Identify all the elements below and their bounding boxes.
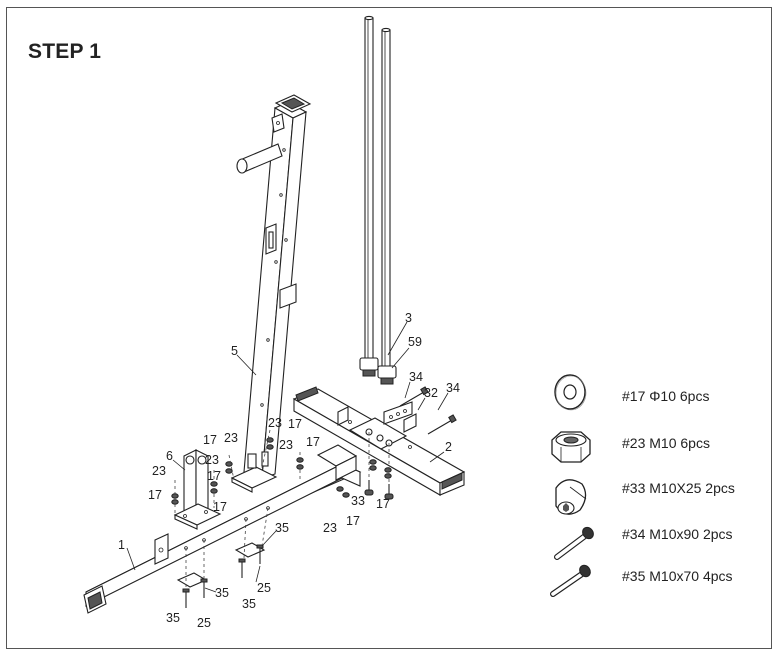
- part-label-34a: 34: [409, 370, 423, 384]
- part-label-17d: 17: [213, 500, 227, 514]
- part-label-1: 1: [118, 538, 125, 552]
- part-label-17a: 17: [148, 488, 162, 502]
- part-label-17h: 17: [346, 514, 360, 528]
- part-label-59: 59: [408, 335, 422, 349]
- washer-icon: [554, 374, 587, 411]
- part-label-17b: 17: [203, 433, 217, 447]
- part-label-32: 32: [424, 386, 438, 400]
- diagram-frame: [6, 7, 772, 649]
- part-label-35b: 35: [242, 597, 256, 611]
- part-label-5: 5: [231, 344, 238, 358]
- part-label-23a: 23: [152, 464, 166, 478]
- part-label-3: 3: [405, 311, 412, 325]
- legend-item-button-bolt: #33 M10X25 2pcs: [622, 480, 735, 496]
- rear-base-frame: [292, 386, 466, 496]
- part-label-23b: 23: [224, 431, 238, 445]
- part-label-25b: 25: [197, 616, 211, 630]
- part-label-23c: 23: [205, 453, 219, 467]
- part-label-17f: 17: [306, 435, 320, 449]
- leader-lines: [126, 321, 449, 593]
- long-bolt-icon: [554, 526, 594, 560]
- plate-32-and-bolts-34: [383, 386, 457, 435]
- bracket-6: [173, 449, 222, 530]
- part-label-23e: 23: [279, 438, 293, 452]
- part-label-35d: 35: [166, 611, 180, 625]
- part-label-23f: 23: [323, 521, 337, 535]
- part-label-17g: 17: [376, 497, 390, 511]
- step-title: STEP 1: [28, 40, 102, 63]
- part-label-33: 33: [351, 494, 365, 508]
- button-head-bolt-icon: [555, 479, 587, 515]
- nut-icon: [551, 431, 591, 463]
- part-label-35c: 35: [215, 586, 229, 600]
- part-label-17c: 17: [207, 469, 221, 483]
- part-label-6: 6: [166, 449, 173, 463]
- bolt-icon: [550, 564, 591, 597]
- front-base-frame: [83, 444, 362, 614]
- legend-item-washer: #17 Φ10 6pcs: [622, 388, 709, 404]
- legend-item-long-bolt: #34 M10x90 2pcs: [622, 526, 733, 542]
- hardware-legend: #17 Φ10 6pcs #23 M10 6pcs #33 M10X25 2pc…: [550, 374, 735, 597]
- legend-item-bolt: #35 M10x70 4pcs: [622, 568, 733, 584]
- part-label-25a: 25: [257, 581, 271, 595]
- legend-item-nut: #23 M10 6pcs: [622, 435, 710, 451]
- part-label-34b: 34: [446, 381, 460, 395]
- bolts-33: [364, 480, 394, 500]
- part-labels: 1 5 6 2 3 59 34 32 34 23 17 17 23 23 17 …: [118, 311, 460, 630]
- part-label-35a: 35: [275, 521, 289, 535]
- upright-post-5: [230, 94, 312, 493]
- part-label-23d: 23: [268, 416, 282, 430]
- plates-25-and-bolts-35: [176, 542, 266, 608]
- part-label-2: 2: [445, 440, 452, 454]
- part-label-17e: 17: [288, 417, 302, 431]
- guide-rods: [359, 15, 397, 385]
